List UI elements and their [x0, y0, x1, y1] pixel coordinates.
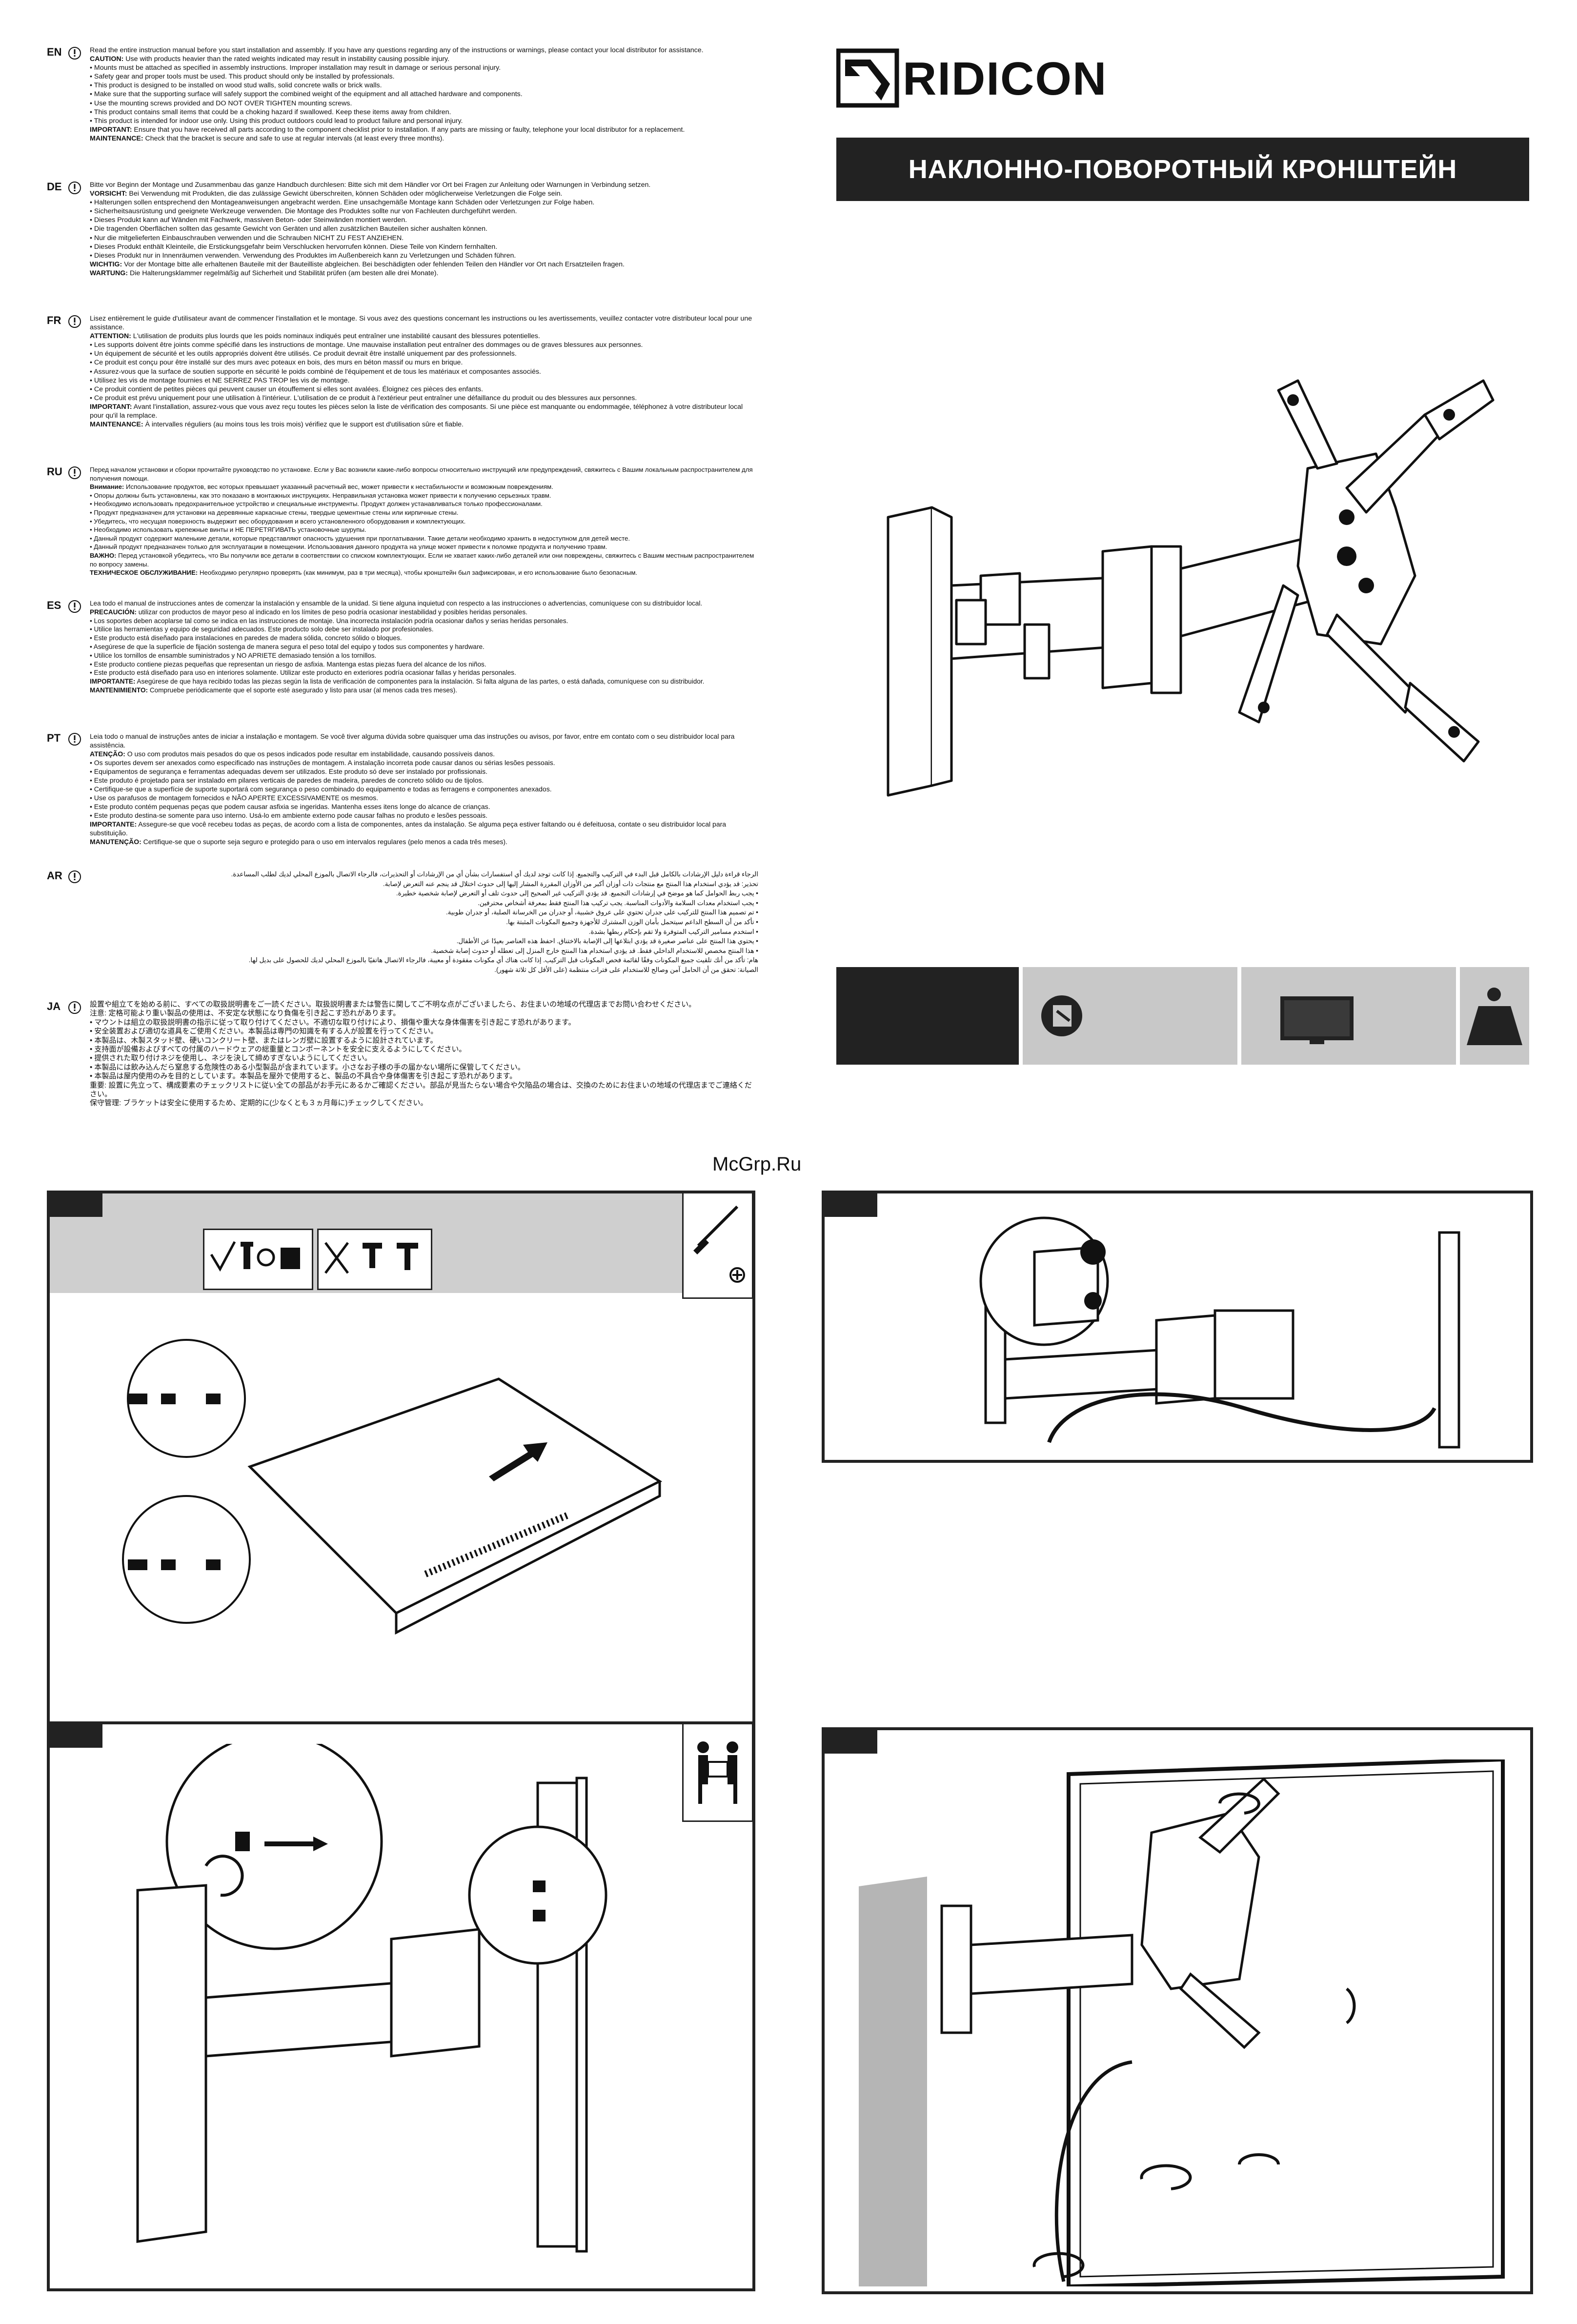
- lang-code-en: EN: [47, 46, 62, 58]
- step-panel-4: [822, 1727, 1533, 2294]
- correct-hardware-box: [203, 1229, 313, 1290]
- section-text-es: Lea todo el manual de instrucciones ante…: [90, 600, 705, 694]
- two-person-lift-icon: [697, 1741, 738, 1804]
- spec-tile-dark: [836, 967, 1019, 1065]
- warning-icon: [68, 870, 81, 883]
- warning-icon: [68, 182, 81, 194]
- section-ja: JA 設置や組立てを始める前に、すべての取扱説明書をご一読ください。取扱説明書ま…: [47, 1000, 759, 1132]
- lang-code-ja: JA: [47, 1000, 61, 1012]
- step-panel-2: [822, 1191, 1533, 1463]
- lang-code-fr: FR: [47, 314, 61, 326]
- spec-tile-weight: [1460, 967, 1529, 1065]
- section-text-ar: الرجاء قراءة دليل الإرشادات بالكامل قبل …: [231, 870, 758, 973]
- step-panel-1: [47, 1191, 755, 1727]
- warning-icon: [68, 1001, 81, 1014]
- warning-icon: [68, 466, 81, 479]
- section-ar: AR الرجاء قراءة دليل الإرشادات بالكامل ق…: [47, 869, 759, 991]
- brand-logo: RIDICON: [836, 47, 1106, 110]
- step-number-tab: [825, 1193, 877, 1217]
- bracket-hero-illustration: [887, 379, 1495, 797]
- section-de: DE Bitte vor Beginn der Montage und Zusa…: [47, 181, 759, 307]
- section-ru: RU Перед началом установки и сборки проч…: [47, 465, 759, 592]
- section-en: EN Read the entire instruction manual be…: [47, 46, 759, 174]
- tool-corner: [682, 1193, 752, 1299]
- lang-code-ar: AR: [47, 869, 62, 882]
- lift-corner: [682, 1724, 752, 1822]
- section-text-ru: Перед началом установки и сборки прочита…: [90, 466, 754, 577]
- section-fr: FR Lisez entièrement le guide d'utilisat…: [47, 314, 759, 461]
- section-text-pt: Leia todo o manual de instruções antes d…: [90, 732, 735, 846]
- section-text-de: Bitte vor Beginn der Montage und Zusamme…: [90, 181, 651, 277]
- screwdriver-icon: [693, 1205, 745, 1283]
- logo-icon: [836, 48, 899, 108]
- check-mark-icon: [210, 1241, 300, 1272]
- lang-code-pt: PT: [47, 732, 61, 744]
- hang-tv-illustration: [136, 1744, 607, 2253]
- step-number-tab: [50, 1724, 102, 1748]
- step-number-tab: [50, 1193, 102, 1217]
- adjust-tv-illustration: [859, 1759, 1505, 2286]
- watermark-text: McGrp.Ru: [712, 1153, 802, 1175]
- warning-icon: [68, 600, 81, 613]
- cable-routing-illustration: [979, 1216, 1460, 1449]
- warning-icon: [68, 733, 81, 746]
- wall-mount-icon: [1041, 995, 1082, 1036]
- weight-icon: [1467, 988, 1522, 1045]
- brand-name: RIDICON: [903, 53, 1108, 105]
- section-text-fr: Lisez entièrement le guide d'utilisateur…: [90, 315, 752, 429]
- lang-code-de: DE: [47, 181, 62, 193]
- tv-back-screws-illustration: [122, 1339, 663, 1635]
- tv-screen-icon: [1280, 996, 1354, 1044]
- spec-tile-tv: [1241, 967, 1456, 1065]
- section-es: ES Lea todo el manual de instrucciones a…: [47, 599, 759, 726]
- lang-code-ru: RU: [47, 465, 62, 478]
- spec-tile-wall: [1023, 967, 1237, 1065]
- warning-icon: [68, 315, 81, 328]
- warning-icon: [68, 47, 81, 60]
- step-number-tab: [825, 1730, 877, 1754]
- lang-code-es: ES: [47, 599, 61, 611]
- section-text-ja: 設置や組立てを始める前に、すべての取扱説明書をご一読ください。取扱説明書または警…: [90, 1000, 752, 1108]
- section-pt: PT Leia todo o manual de instruções ante…: [47, 732, 759, 864]
- product-title: НАКЛОННО-ПОВОРОТНЫЙ КРОНШТЕЙН: [836, 138, 1529, 201]
- step-panel-3: [47, 1721, 755, 2291]
- cross-mark-icon: [324, 1242, 418, 1274]
- wrong-hardware-box: [317, 1229, 432, 1290]
- section-text-en: Read the entire instruction manual befor…: [90, 46, 704, 142]
